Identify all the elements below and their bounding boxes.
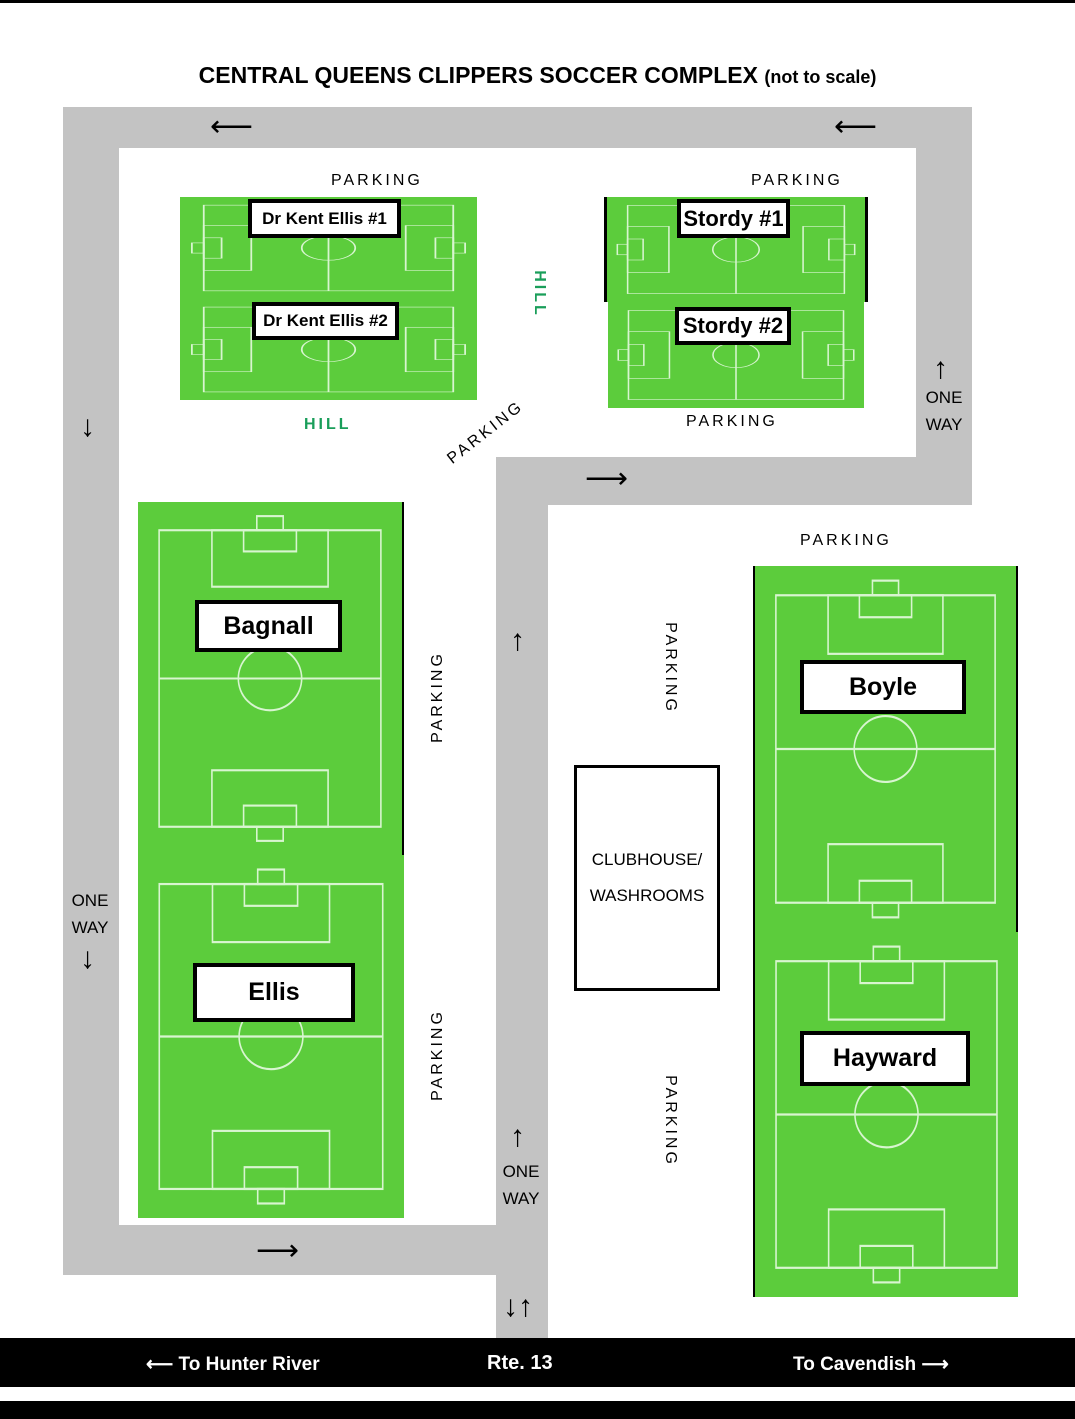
one-way-text: WAY <box>925 415 963 434</box>
parking-label: PARKING <box>331 172 423 189</box>
direction-hunter-river: ⟵ To Hunter River <box>146 1353 320 1376</box>
hill-label: HILL <box>530 270 548 318</box>
two-way-arrow-icon: ↓↑ <box>503 1290 533 1323</box>
parking-label: PARKING <box>428 651 446 743</box>
label-stordy1: Stordy #1 <box>677 199 790 238</box>
label-boyle: Boyle <box>800 660 966 714</box>
pitch-markings <box>775 579 996 919</box>
cavendish-text: To Cavendish <box>793 1354 917 1375</box>
pitch-markings <box>158 515 382 842</box>
title-text: CENTRAL QUEENS CLIPPERS SOCCER COMPLEX <box>198 62 758 88</box>
hunter-river-text: To Hunter River <box>178 1354 320 1375</box>
arrow-left-icon: ⟵ <box>834 110 878 143</box>
field-bagnall <box>138 502 404 855</box>
road-top <box>63 107 972 148</box>
one-way-text: WAY <box>71 918 109 937</box>
parking-label: PARKING <box>661 622 679 714</box>
one-way-text: ONE <box>925 388 963 407</box>
arrow-down-icon: ↓ <box>80 410 95 443</box>
parking-label: PARKING <box>751 172 843 189</box>
parking-label: PARKING <box>800 532 892 549</box>
clubhouse: CLUBHOUSE/WASHROOMS <box>574 765 720 991</box>
map-title: CENTRAL QUEENS CLIPPERS SOCCER COMPLEX (… <box>0 62 1075 89</box>
label-stordy2: Stordy #2 <box>675 307 791 345</box>
parking-label: PARKING <box>686 413 778 430</box>
label-dke2: Dr Kent Ellis #2 <box>252 302 399 340</box>
one-way-sign: ONE WAY <box>66 887 114 941</box>
parking-label: PARKING <box>661 1075 679 1167</box>
road-right <box>916 107 972 505</box>
arrow-up-icon: ↑ <box>933 352 948 385</box>
bottom-border <box>0 1401 1075 1419</box>
label-ellis: Ellis <box>193 963 355 1022</box>
field-hayward <box>753 932 1018 1297</box>
arrow-up-icon: ↑ <box>510 1120 525 1153</box>
pitch-markings <box>158 868 384 1205</box>
arrow-right-icon: ⟶ <box>585 462 629 495</box>
arrow-down-icon: ↓ <box>80 942 95 975</box>
route-13-road <box>0 1338 1075 1387</box>
road-left <box>63 107 119 1275</box>
hill-label: HILL <box>304 416 352 433</box>
label-hayward: Hayward <box>800 1031 970 1086</box>
one-way-text: WAY <box>502 1189 540 1208</box>
clubhouse-label: CLUBHOUSE/ <box>591 850 703 869</box>
label-bagnall: Bagnall <box>195 600 342 652</box>
arrow-up-icon: ↑ <box>510 624 525 657</box>
direction-cavendish: To Cavendish ⟶ <box>793 1353 949 1376</box>
road-middle <box>496 457 972 505</box>
one-way-text: ONE <box>502 1162 540 1181</box>
route-name: Rte. 13 <box>487 1352 553 1374</box>
pitch-markings <box>775 945 998 1284</box>
arrow-left-icon: ⟵ <box>146 1354 179 1375</box>
field-ellis <box>138 855 404 1218</box>
road-entrance <box>496 457 548 1338</box>
label-dke1: Dr Kent Ellis #1 <box>248 199 401 238</box>
parking-label: PARKING <box>428 1009 446 1101</box>
arrow-left-icon: ⟵ <box>210 110 254 143</box>
one-way-sign: ONE WAY <box>497 1158 545 1212</box>
arrow-right-icon: ⟶ <box>256 1234 300 1267</box>
washrooms-label: WASHROOMS <box>589 886 705 905</box>
one-way-sign: ONE WAY <box>920 384 968 438</box>
arrow-right-icon: ⟶ <box>916 1354 949 1375</box>
top-border <box>0 0 1075 3</box>
field-boyle <box>753 566 1018 932</box>
pitch-markings <box>616 205 856 294</box>
field-dke1 <box>180 197 477 299</box>
one-way-text: ONE <box>71 891 109 910</box>
title-note: (not to scale) <box>764 67 877 87</box>
road-bottom <box>63 1225 548 1275</box>
